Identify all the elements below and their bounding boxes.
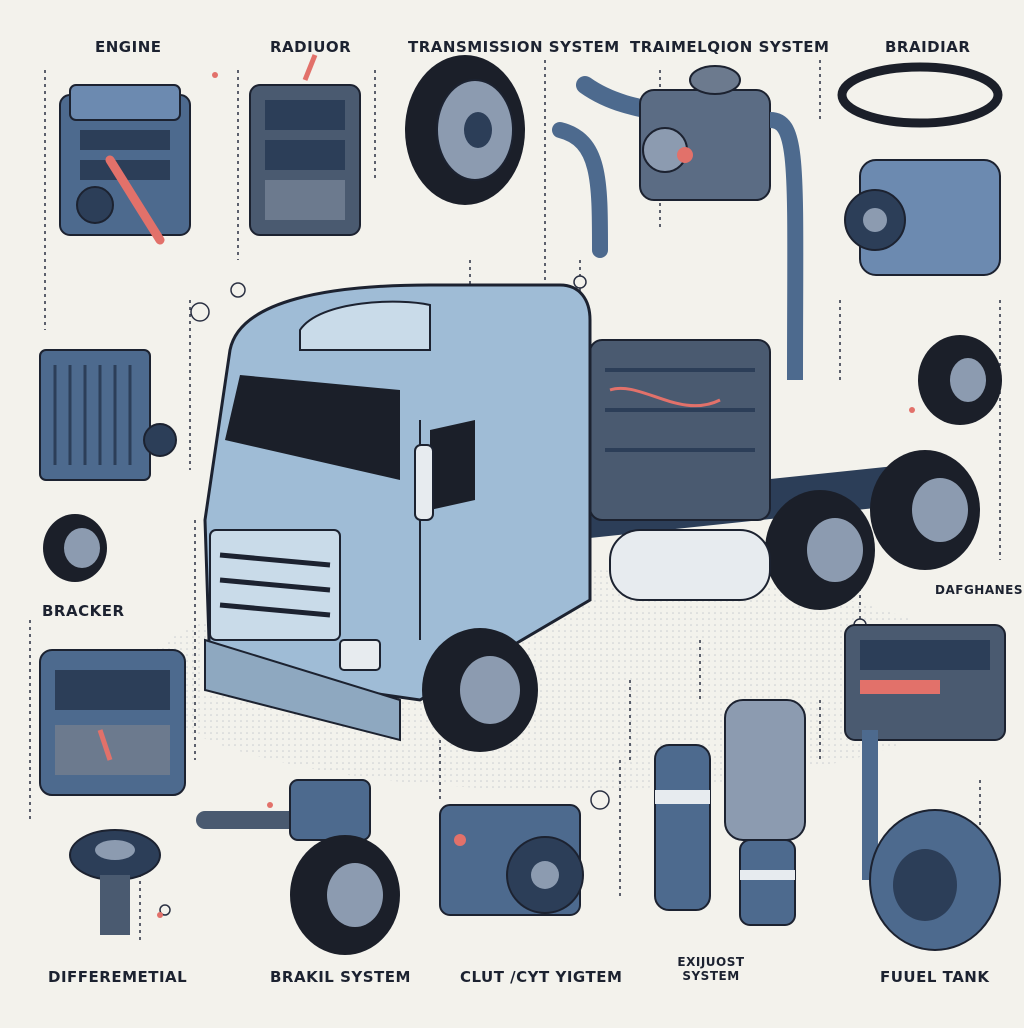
label-clutch-system: CLUT /CYT YIGTEM: [460, 968, 623, 986]
engine-right-icon: [844, 624, 1006, 741]
label-bracker: BRACKER: [42, 602, 125, 620]
label-engine: ENGINE: [95, 38, 162, 56]
differential-icon: [69, 829, 161, 935]
belt-ring-icon: [837, 62, 1003, 128]
label-radiator: RADIUOR: [270, 38, 352, 56]
label-exhaust-system: EXIJUOST SYSTEM: [677, 955, 745, 983]
radiator-box-icon: [39, 349, 177, 481]
label-brake-system: BRAKIL SYSTEM: [270, 968, 411, 986]
label-traimelqion-system: TRAIMELQION SYSTEM: [630, 38, 830, 56]
label-transmission-system: TRANSMISSION SYSTEM: [408, 38, 620, 56]
radiator-icon: [249, 54, 361, 236]
engine-icon: [59, 84, 191, 245]
label-differential: DIFFEREMETIAL: [48, 968, 188, 986]
truck-illustration: [203, 283, 980, 752]
label-braidiar: BRAIDIAR: [885, 38, 971, 56]
label-fuel-tank: FUUEL TANK: [880, 968, 990, 986]
label-dafghanes: DAFGHANES: [935, 583, 1024, 597]
axle-icon: [196, 779, 400, 955]
spare-tire-icon: [918, 335, 1002, 425]
pulley-icon: [43, 514, 107, 582]
tank-icon: [654, 699, 806, 926]
clutch-icon: [439, 804, 584, 916]
wheel-icon: [405, 55, 525, 205]
accent-dots: [157, 72, 915, 918]
pump-icon: [844, 159, 1001, 276]
gear-icon: [39, 649, 186, 796]
fuel-pump-icon: [862, 730, 1001, 951]
connector-dots: [159, 275, 867, 916]
turbo-icon: [552, 65, 804, 381]
